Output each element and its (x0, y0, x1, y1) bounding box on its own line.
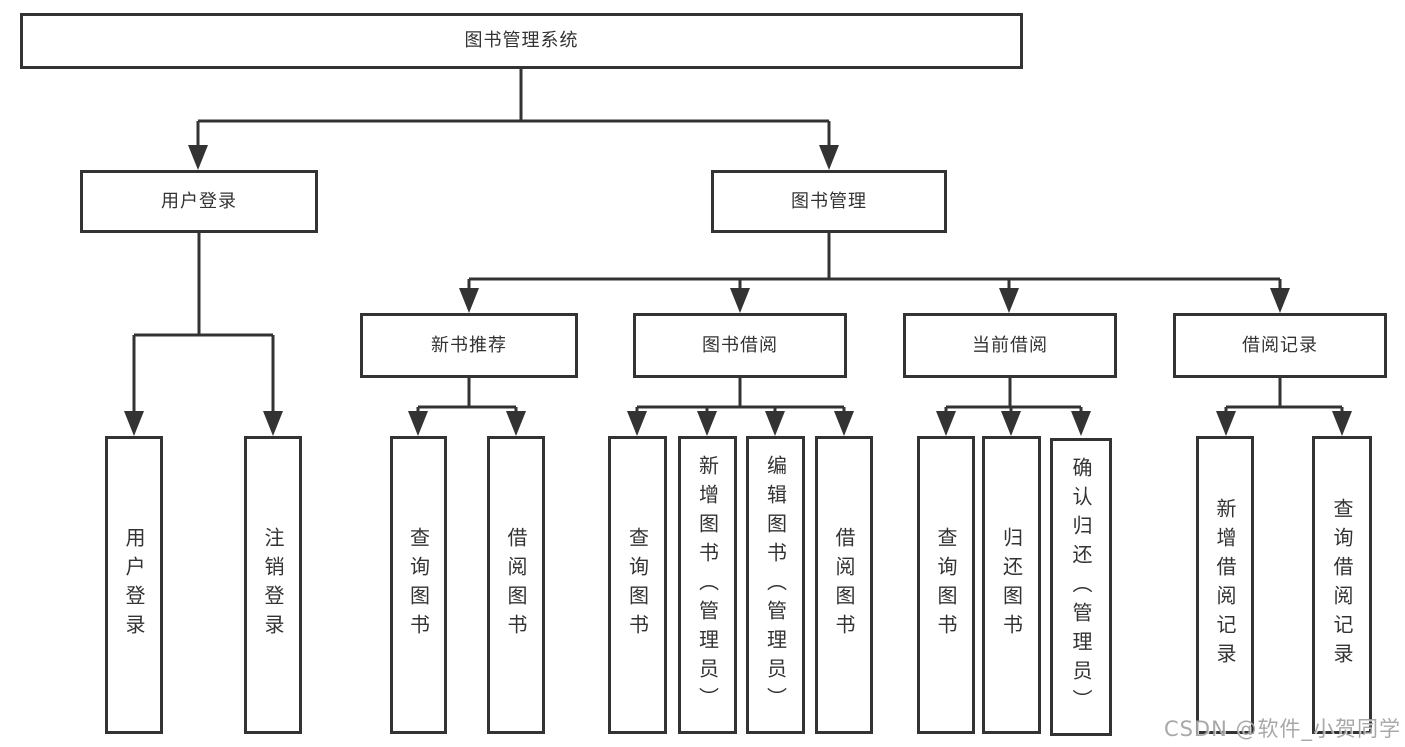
connector-current (944, 378, 1083, 414)
connector-records (1224, 378, 1344, 414)
leaf-confirm-return-admin: 确认归还（管理员） (1050, 438, 1112, 736)
leaf-borrow-books: 借阅图书 (815, 436, 873, 734)
connector-book-management (467, 233, 1282, 291)
leaf-borrow-books-recommend: 借阅图书 (487, 436, 545, 734)
arrowheads (124, 145, 1352, 436)
node-book-management: 图书管理 (711, 170, 947, 233)
leaf-add-borrow-record: 新增借阅记录 (1196, 436, 1254, 734)
node-borrow-records: 借阅记录 (1173, 313, 1387, 378)
leaf-edit-books-admin: 编辑图书（管理员） (746, 436, 805, 734)
node-user-login: 用户登录 (80, 170, 318, 233)
leaf-query-books-current: 查询图书 (917, 436, 975, 734)
leaf-query-books-borrow: 查询图书 (608, 436, 667, 734)
leaf-query-borrow-record: 查询借阅记录 (1312, 436, 1372, 734)
connector-user-login (132, 233, 275, 414)
leaf-user-login: 用户登录 (105, 436, 163, 734)
node-current-borrow: 当前借阅 (903, 313, 1117, 378)
node-new-book-recommend: 新书推荐 (360, 313, 578, 378)
connector-recommend (416, 378, 518, 414)
csdn-watermark: CSDN @软件_小贺同学 (1163, 717, 1401, 741)
node-book-borrow: 图书借阅 (633, 313, 847, 378)
connector-borrow (635, 378, 846, 414)
leaf-return-books: 归还图书 (982, 436, 1041, 734)
leaf-logout: 注销登录 (244, 436, 302, 734)
leaf-query-books-recommend: 查询图书 (390, 436, 447, 734)
leaf-add-books-admin: 新增图书（管理员） (678, 436, 737, 734)
node-root-library-system: 图书管理系统 (20, 13, 1023, 69)
connector-root (196, 69, 831, 148)
